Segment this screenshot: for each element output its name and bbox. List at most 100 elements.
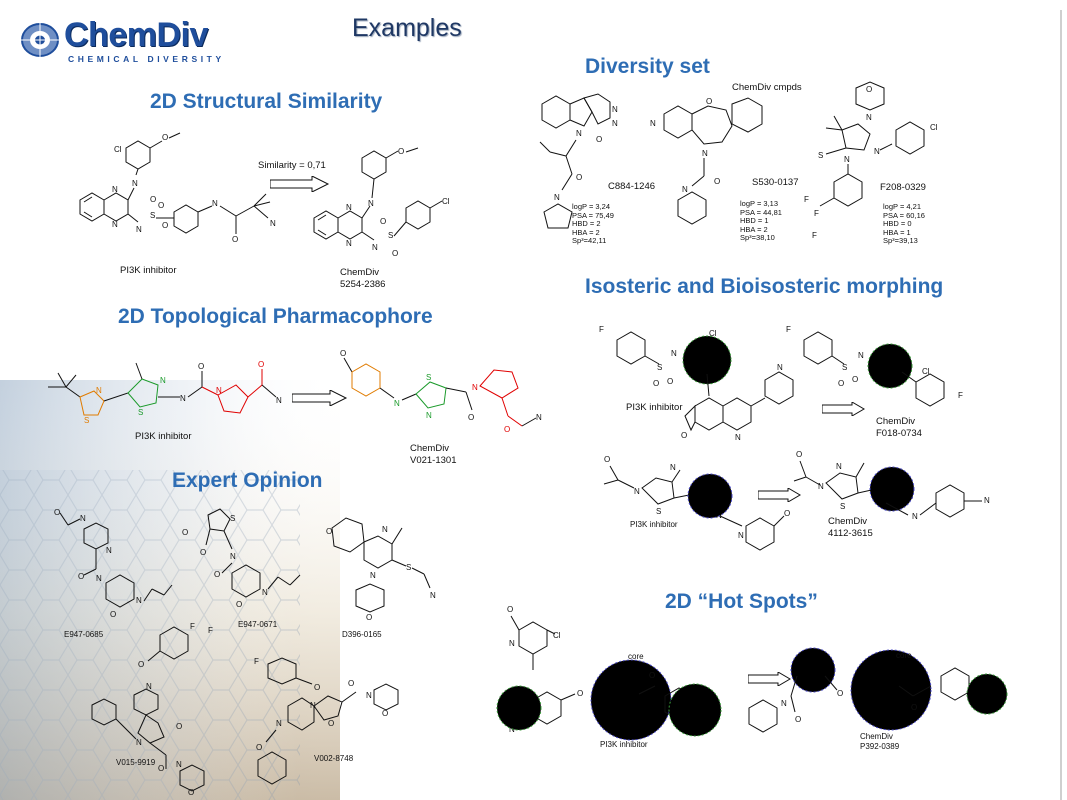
atom-n: N — [509, 639, 515, 648]
logo-wordmark: ChemDiv — [64, 16, 208, 54]
atom-o: O — [182, 528, 188, 537]
atom-s: S — [657, 363, 662, 372]
atom-n: N — [612, 105, 618, 114]
atom-o: O — [706, 97, 712, 106]
prop-logp: logP = 4,21 — [883, 202, 922, 211]
atom-n: N — [276, 719, 282, 728]
similarity-value-label: Similarity = 0,71 — [258, 160, 326, 171]
atom-o: O — [392, 249, 398, 258]
section-heading-isosteric-morphing: Isosteric and Bioisosteric morphing — [585, 275, 944, 298]
atom-n: N — [366, 691, 372, 700]
atom-n: N — [132, 179, 138, 188]
chemdiv-logo-mark-icon — [20, 22, 60, 58]
prop-hbd: HBD = 1 — [740, 216, 769, 226]
atom-n: N — [650, 119, 656, 128]
label-chemdiv-isosteric-2: ChemDiv — [828, 516, 868, 527]
label-id-p392-0389: P392-0389 — [860, 742, 900, 751]
atom-f: F — [254, 657, 259, 666]
chemdiv-v021-1301-structure: O N S N O N O N — [340, 349, 542, 434]
logo-tagline: CHEMICAL DIVERSITY — [68, 54, 225, 64]
label-f208-0329: F208-0329 — [880, 182, 926, 193]
atom-o: O — [188, 788, 194, 797]
s530-0137-structure: N O N O N — [650, 97, 763, 225]
label-c884-1246: C884-1246 — [608, 181, 656, 192]
atom-o: O — [504, 425, 510, 434]
label-e947-0671: E947-0671 — [238, 620, 278, 629]
atom-n: N — [702, 149, 708, 158]
label-chemdiv-cmpds: ChemDiv cmpds — [732, 82, 802, 93]
atom-f: F — [804, 195, 809, 204]
atom-o: O — [236, 600, 242, 609]
atom-o: O — [866, 85, 872, 94]
atom-n: N — [472, 383, 478, 392]
atom-cl: Cl — [930, 123, 938, 132]
section-heading-structural-similarity: 2D Structural Similarity — [150, 90, 383, 113]
label-chemdiv-similarity: ChemDiv — [340, 267, 380, 278]
atom-n: N — [136, 225, 142, 234]
atom-o: O — [468, 413, 474, 422]
label-d396-0165: D396-0165 — [342, 630, 382, 639]
atom-n: N — [682, 185, 688, 194]
label-pi3k-inhibitor-isosteric-2: PI3K inhibitor — [630, 520, 678, 529]
atom-n: N — [80, 514, 86, 523]
chemdiv-p392-0389-structure: N O O N N O O — [748, 647, 1008, 733]
atom-o: O — [596, 135, 602, 144]
pi3k-inhibitor-structure-3: F S O O N Cl N O N N — [599, 325, 794, 442]
atom-n: N — [176, 760, 182, 769]
atom-n: N — [670, 463, 676, 472]
section-heading-topological-pharmacophore: 2D Topological Pharmacophore — [118, 305, 433, 328]
atom-o: O — [162, 221, 168, 230]
transform-arrow-icon — [758, 488, 801, 502]
label-pi3k-inhibitor-hotspots: PI3K inhibitor — [600, 740, 648, 749]
atom-o: O — [796, 450, 802, 459]
atom-n: N — [536, 413, 542, 422]
atom-s: S — [840, 502, 845, 511]
label-chemdiv-isosteric-1: ChemDiv — [876, 416, 916, 427]
atom-cl: Cl — [442, 197, 450, 206]
d396-0165-structure: O N N O S N — [326, 517, 436, 622]
atom-n: N — [216, 386, 222, 395]
atom-n: N — [818, 482, 824, 491]
prop-hba: HBA = 1 — [883, 227, 911, 237]
atom-n: N — [912, 512, 918, 521]
atom-o: O — [380, 217, 386, 226]
atom-n: N — [509, 725, 515, 734]
atom-o: O — [232, 235, 238, 244]
atom-n: N — [112, 185, 118, 194]
atom-n: N — [160, 376, 166, 385]
pi3k-inhibitor-structure-5: O N Cl N O N O S O O — [496, 605, 722, 741]
chemdiv-5254-2386-structure: N N N O N S O O Cl — [313, 147, 450, 258]
atom-o: O — [54, 508, 60, 517]
prop-sp3: Sp³=38,10 — [740, 233, 775, 243]
atom-n: N — [777, 363, 783, 372]
atom-o: O — [577, 689, 583, 698]
prop-hba: HBA = 2 — [740, 224, 768, 234]
section-heading-hot-spots: 2D “Hot Spots” — [665, 590, 818, 613]
atom-o: O — [837, 689, 843, 698]
atom-n: N — [136, 596, 142, 605]
atom-f: F — [208, 626, 213, 635]
atom-f: F — [599, 325, 604, 334]
atom-n: N — [96, 386, 102, 395]
atom-o: O — [795, 715, 801, 724]
atom-f: F — [812, 231, 817, 240]
atom-n: N — [781, 699, 787, 708]
atom-s: S — [818, 151, 823, 160]
atom-o: O — [138, 660, 144, 669]
atom-o: O — [604, 455, 610, 464]
atom-o: O — [340, 349, 346, 358]
atom-s: S — [656, 507, 661, 516]
atom-o: O — [911, 703, 917, 712]
prop-psa: PSA = 60,16 — [883, 210, 925, 220]
atom-s: S — [426, 373, 431, 382]
page-title: Examples — [352, 14, 462, 42]
atom-s: S — [406, 563, 411, 572]
atom-o: O — [667, 377, 673, 386]
atom-o: O — [398, 147, 404, 156]
atom-o: O — [681, 431, 687, 440]
transform-arrow-icon — [292, 390, 348, 406]
label-id-4112-3615: 4112-3615 — [828, 528, 873, 539]
label-pi3k-inhibitor-pharmacophore: PI3K inhibitor — [135, 431, 192, 442]
atom-n: N — [671, 349, 677, 358]
